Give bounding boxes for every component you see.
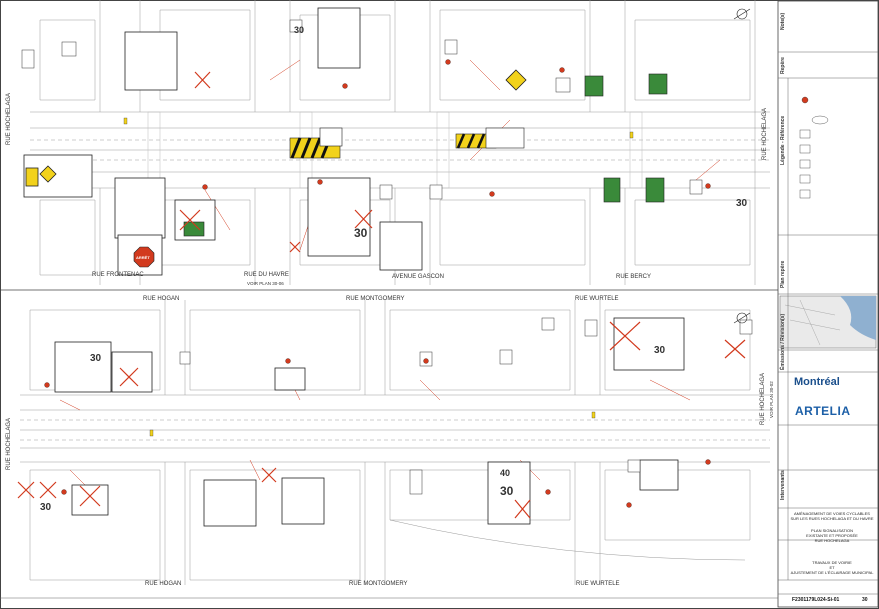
street-label-wurtele-bottom: RUE WURTELE <box>576 581 620 587</box>
stop-sign-graphic <box>133 246 155 268</box>
street-label-hochelaga-bottom-right: RUE HOCHELAGA <box>760 372 766 425</box>
street-label-gascon: AVENUE GASCON <box>392 274 444 280</box>
drawing-title-2: EXISTANTE ET PROPOSÉE <box>806 533 858 538</box>
work-title-2: ET <box>829 565 835 570</box>
traffic-signals <box>44 59 711 508</box>
north-arrow-icon <box>733 8 751 324</box>
speed-limit-30-mid: 30 <box>354 226 368 240</box>
speed-limit-40: 40 <box>500 468 511 478</box>
street-label-bercy: RUE BERCY <box>616 274 652 280</box>
removal-marks <box>17 71 746 519</box>
speed-limit-30-b2: 30 <box>654 345 666 356</box>
artelia-logo: ARTELIA <box>795 404 851 418</box>
signal-greens <box>123 117 634 437</box>
bottom-plan-view <box>20 300 770 585</box>
project-title-1: AMÉNAGEMENT DE VOIES CYCLABLES <box>794 511 870 516</box>
drawing-title-3: RUE HOCHELAGA <box>814 538 850 543</box>
speed-limit-30-bottom-left: 30 <box>40 502 52 513</box>
legend-swatches <box>799 96 829 199</box>
title-block-grid <box>778 51 878 595</box>
street-label-hogan-bottom: RUE HOGAN <box>145 581 182 587</box>
speed-limit-30-b3: 30 <box>500 484 514 498</box>
panel-revisions-title: Émissions / Révision(s) <box>780 313 786 370</box>
street-label-frontenac: RUE FRONTENAC <box>92 272 144 278</box>
speed-limit-30-b1: 30 <box>90 353 102 364</box>
drawing-title-1: PLAN SIGNALISATION <box>811 528 853 533</box>
montreal-logo: Montréal <box>794 376 840 388</box>
sign-markers <box>21 19 753 495</box>
street-label-du-havre: RUE DU HAVRE <box>244 272 289 278</box>
street-label-montgomery-bottom: RUE MONTGOMERY <box>349 581 408 587</box>
stop-sign-label: ARRÊT <box>136 255 150 260</box>
street-label-hochelaga-left: RUE HOCHELAGA <box>6 92 12 145</box>
street-label-wurtele-top: RUE WURTELE <box>575 296 619 302</box>
street-label-hogan-top: RUE HOGAN <box>143 296 180 302</box>
street-label-hochelaga-bottom-left: RUE HOCHELAGA <box>6 417 12 470</box>
see-plan-note: VOIR PLAN 30-06 <box>247 281 284 286</box>
sheet-number: 30 <box>862 597 868 603</box>
warning-signs <box>25 69 527 187</box>
green-signs <box>183 73 668 237</box>
panel-legend-title: Légende - Référence <box>780 115 786 165</box>
chevron-markers <box>289 127 525 159</box>
work-title-1: TRAVAUX DE VOIRIE <box>812 560 852 565</box>
street-label-montgomery-top: RUE MONTGOMERY <box>346 296 405 302</box>
project-title-2: SUR LES RUES HOCHELAGA ET DU HAVRE <box>790 516 874 521</box>
see-plan-note-right: VOIR PLAN 30-02 <box>769 381 774 418</box>
panel-notes-title: Note(s) <box>780 12 786 30</box>
street-label-hochelaga-right: RUE HOCHELAGA <box>762 107 768 160</box>
panel-location-title: Plan repère <box>780 260 786 288</box>
panel-repere-title: Repère <box>780 57 786 74</box>
speed-limit-30-top: 30 <box>294 25 305 35</box>
location-map <box>779 295 877 349</box>
work-title-3: AJUSTEMENT DE L'ÉCLAIRAGE MUNICIPAL <box>790 570 874 575</box>
sign-clusters-bottom <box>54 317 685 527</box>
speed-limit-30-right: 30 <box>736 198 748 209</box>
panel-contributors-title: Intervenants <box>780 470 786 500</box>
drawing-number: F2301179L024-Si-01 <box>792 597 840 603</box>
sign-clusters-top <box>23 7 423 276</box>
